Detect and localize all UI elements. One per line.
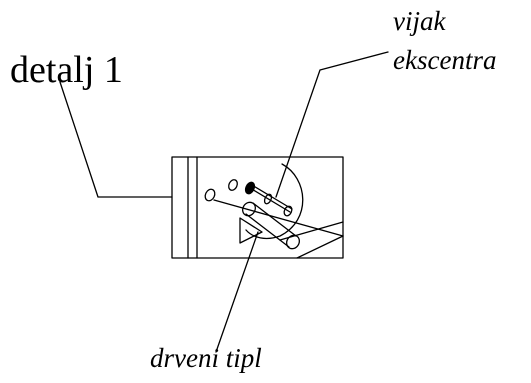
detail-frame	[171, 156, 344, 259]
label-detail: detalj 1	[10, 49, 123, 91]
perspective-line-3	[296, 235, 344, 259]
dowel-hole	[204, 188, 216, 202]
screw-hole	[228, 179, 238, 191]
label-dowel: drveni tipl	[150, 343, 262, 373]
wooden-dowel-bottom-edge	[245, 213, 290, 248]
eccentric-screw-thread	[244, 181, 256, 195]
cam-lock-outline	[245, 163, 304, 240]
label-screw-line1: vijak	[393, 6, 446, 36]
leader-line-detail	[59, 81, 173, 198]
leader-line-screw	[275, 51, 389, 198]
leader-line-dowel	[215, 231, 259, 353]
dowel-holder-triangle	[239, 217, 263, 244]
label-screw-line2: ekscentra	[393, 45, 496, 75]
wooden-dowel-front-end	[286, 234, 300, 250]
wooden-dowel-back-end	[242, 201, 256, 217]
eccentric-screw-collar	[263, 193, 273, 205]
eccentric-screw-shaft	[249, 187, 291, 213]
perspective-line-1	[213, 199, 344, 237]
eccentric-screw-head	[283, 205, 293, 217]
wooden-dowel-top-edge	[252, 202, 297, 237]
